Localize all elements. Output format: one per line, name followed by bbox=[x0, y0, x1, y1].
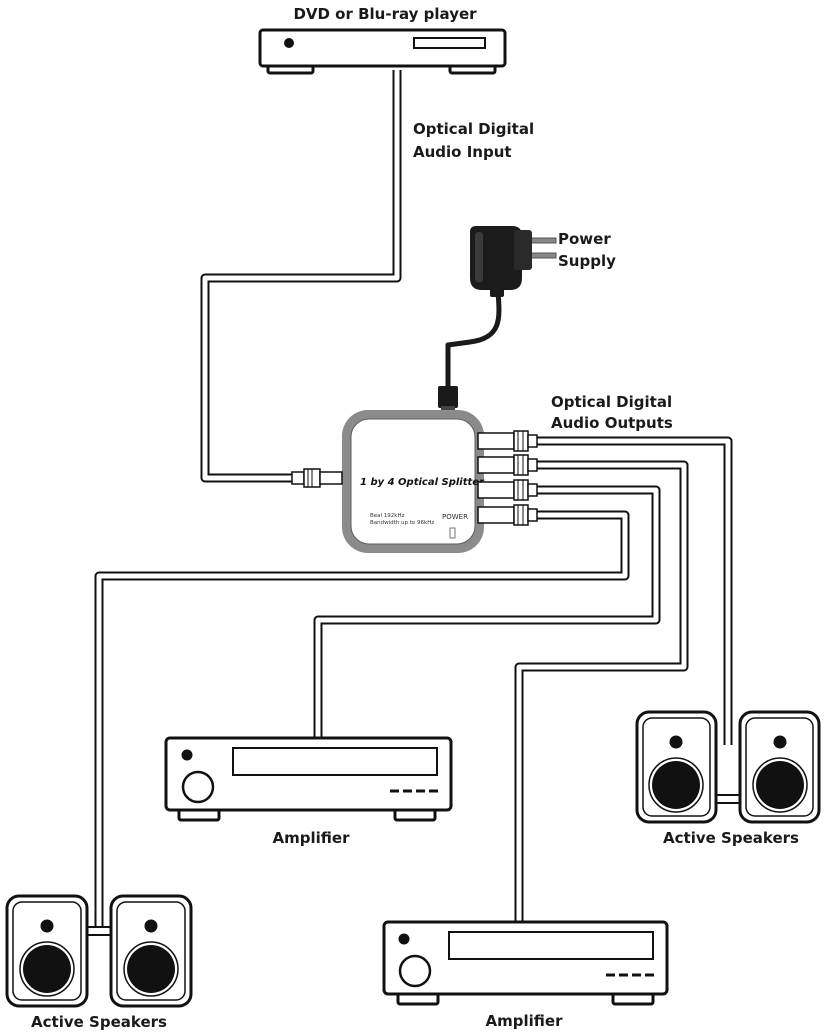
amp-display bbox=[448, 931, 654, 960]
optical-outputs-label-line2: Audio Outputs bbox=[551, 414, 673, 432]
active-speakers-left bbox=[5, 894, 193, 1008]
speaker-left bbox=[635, 710, 718, 824]
speaker-right bbox=[109, 894, 193, 1008]
power-supply-label-line2: Supply bbox=[558, 252, 616, 270]
active-speakers-right bbox=[635, 710, 821, 824]
amplifier-bottom-label: Amplifier bbox=[486, 1012, 564, 1030]
dvd-player-label: DVD or Blu-ray player bbox=[293, 5, 477, 23]
optical-cables bbox=[94, 70, 733, 930]
optical-outputs-label-line1: Optical Digital bbox=[551, 393, 672, 411]
amp-display bbox=[232, 747, 438, 776]
amplifier-bottom bbox=[382, 920, 669, 1006]
dvd-player bbox=[258, 28, 507, 75]
power-supply-label-line1: Power bbox=[558, 230, 611, 248]
splitter-title: 1 by 4 Optical Splitter bbox=[360, 477, 485, 488]
speaker-left bbox=[5, 894, 89, 1008]
amplifier-center bbox=[164, 736, 453, 822]
optical-output-cable-3 bbox=[313, 485, 661, 738]
optical-output-cable-2 bbox=[514, 460, 689, 922]
speaker-right bbox=[738, 710, 821, 824]
disc-tray bbox=[413, 37, 486, 49]
volume-knob bbox=[181, 770, 215, 804]
optical-input-label-line2: Audio Input bbox=[413, 143, 512, 161]
active-speakers-right-label: Active Speakers bbox=[663, 829, 799, 847]
optical-input-label-line1: Optical Digital bbox=[413, 120, 534, 138]
splitter-spec-line2: Bandwidth up to 96kHz bbox=[370, 520, 434, 526]
optical-splitter: 1 by 4 Optical Splitter Beal 192kHz Band… bbox=[342, 410, 485, 553]
optical-input-cable bbox=[200, 70, 402, 483]
splitter-spec-line1: Beal 192kHz bbox=[370, 513, 405, 519]
optical-output-connector-3 bbox=[477, 479, 538, 501]
active-speakers-left-label: Active Speakers bbox=[31, 1013, 167, 1031]
amplifier-center-label: Amplifier bbox=[273, 829, 351, 847]
optical-input-connector bbox=[291, 468, 343, 488]
optical-output-cable-4 bbox=[94, 510, 630, 930]
power-cable bbox=[445, 291, 502, 388]
power-led bbox=[449, 527, 456, 539]
power-adapter bbox=[470, 226, 557, 297]
volume-knob bbox=[398, 954, 432, 988]
optical-output-connector-1 bbox=[477, 430, 538, 452]
player-power-dot bbox=[284, 38, 294, 48]
optical-output-connector-4 bbox=[477, 504, 538, 526]
optical-output-connector-2 bbox=[477, 454, 538, 476]
optical-output-cable-1 bbox=[535, 436, 733, 745]
splitter-power-led-label: POWER bbox=[442, 513, 468, 521]
